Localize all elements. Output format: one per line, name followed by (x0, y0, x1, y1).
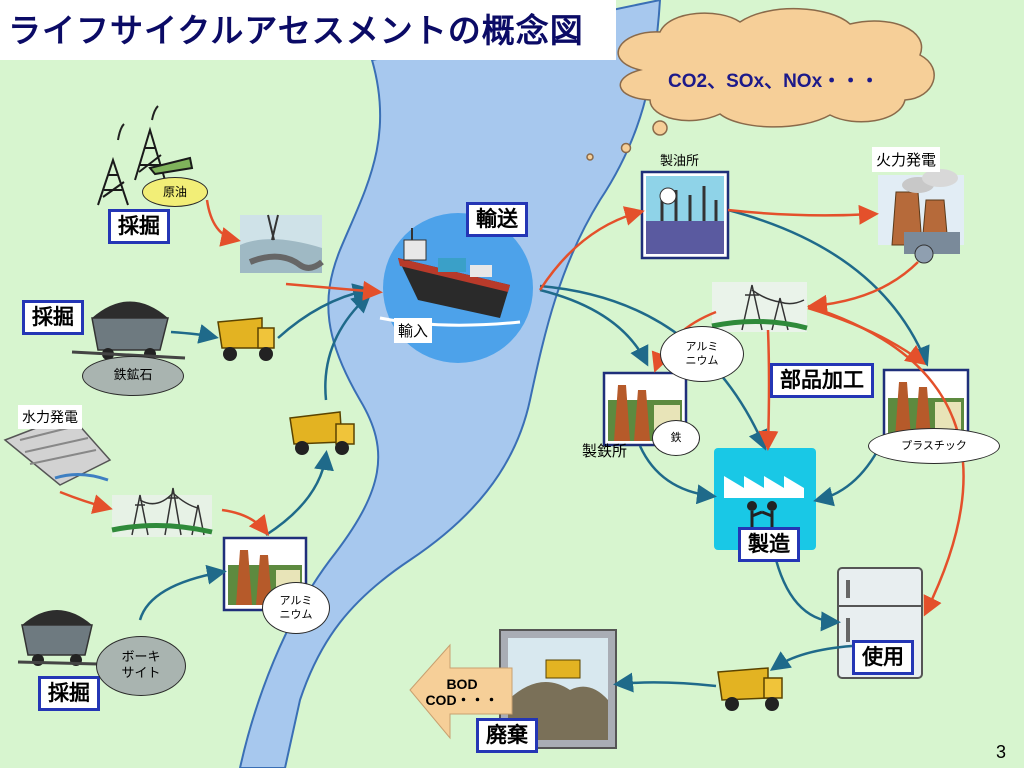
label-refinery: 製油所 (660, 154, 700, 169)
oval-aluminum-right: アルミ ニウム (660, 326, 744, 382)
power-plant-icon (878, 169, 964, 264)
label-use: 使用 (852, 640, 914, 676)
label-hydro-power: 水力発電 (18, 405, 82, 429)
coal-cart-icon (71, 301, 186, 360)
power-line-icon (111, 487, 213, 537)
manufacturing-plant-icon (714, 448, 816, 550)
page-title: ライフサイクルアセスメントの概念図 (8, 11, 584, 50)
label-manufacturing: 製造 (738, 527, 800, 563)
energy-arrows (59, 199, 965, 617)
label-mining-mid: 採掘 (22, 300, 84, 336)
refinery-icon (640, 170, 730, 260)
label-steel-mill: 製鉄所 (582, 442, 628, 460)
page-number: 3 (996, 742, 1007, 762)
oval-aluminum-left: アルミ ニウム (262, 582, 330, 634)
label-thermal-power: 火力発電 (872, 147, 941, 172)
dump-truck-icon (289, 411, 355, 455)
oval-bauxite: ボーキ サイト (96, 636, 186, 696)
power-line-icon (711, 282, 808, 332)
emissions-cloud (586, 8, 935, 161)
waste-arrow (409, 643, 513, 740)
label-parts-processing: 部品加工 (770, 363, 874, 399)
emissions-text: CO2、SOx、NOx・・・ (668, 71, 880, 92)
oval-iron-ore: 鉄鉱石 (82, 356, 184, 396)
dump-truck-icon (717, 667, 783, 711)
oil-extraction-icon (240, 214, 324, 273)
label-mining-bottom: 採掘 (38, 676, 100, 712)
oil-derrick-icon (97, 105, 194, 206)
oval-plastic: プラスチック (868, 428, 1000, 464)
dump-truck-icon (217, 317, 275, 361)
coal-cart-icon (17, 610, 99, 666)
waste-effluent-text: BOD COD・・・ (425, 676, 499, 709)
label-transport: 輸送 (466, 202, 528, 238)
oval-iron: 鉄 (652, 420, 700, 456)
label-import: 輸入 (394, 318, 433, 343)
label-mining-top: 採掘 (108, 209, 170, 245)
title-background (0, 0, 616, 60)
oval-crude-oil: 原油 (142, 177, 208, 207)
label-disposal: 廃棄 (476, 718, 538, 754)
